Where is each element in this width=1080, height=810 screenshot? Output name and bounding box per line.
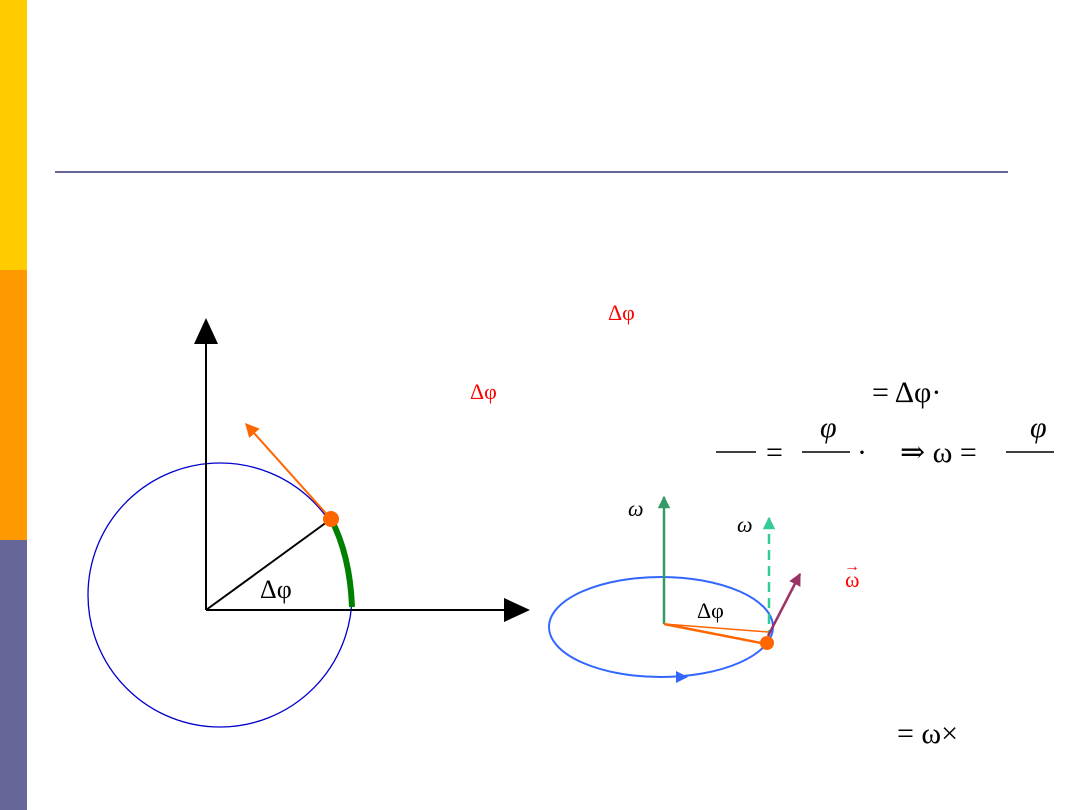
arc-displacement (328, 517, 355, 608)
formula-numerator-phi-2: φ (1030, 411, 1047, 444)
radius-line (205, 518, 332, 611)
delta-phi-red-top: Δφ (608, 300, 635, 325)
omega-vector-label: ω (845, 567, 859, 592)
delta-phi-red-mid: Δφ (470, 379, 497, 404)
radius-line-2 (663, 622, 767, 646)
formula-arc-length: = Δφ· (872, 376, 941, 409)
formula-dot: · (857, 436, 867, 469)
moving-point (323, 511, 339, 527)
ellipse-point (760, 636, 774, 650)
x-axis-arrowhead (504, 598, 530, 622)
delta-phi-label-left: Δφ (260, 575, 292, 604)
radius-line-1 (663, 623, 769, 633)
side-stripe-purple (0, 540, 27, 810)
omega-label-dashed: ω (737, 512, 753, 537)
side-stripe-yellow (0, 0, 27, 270)
delta-phi-label-right: Δφ (697, 598, 724, 623)
ellipse-direction-arrowhead (676, 671, 688, 683)
formula-numerator-phi: φ (820, 411, 837, 444)
title-divider (55, 171, 1008, 173)
y-axis-arrowhead (194, 318, 218, 344)
rotation-ellipse (548, 576, 774, 678)
vector-arrow-mark: → (844, 558, 860, 575)
formula-implies-omega: ⇒ ω = (900, 436, 977, 469)
omega-label-green: ω (628, 496, 644, 521)
side-stripe-orange (0, 270, 27, 540)
velocity-arrow (245, 422, 332, 520)
formula-cross-product: = ω× (897, 717, 958, 750)
omega-vector-arrow (766, 572, 802, 637)
formula-equals: = (766, 436, 783, 469)
rotation-circle (87, 462, 353, 728)
